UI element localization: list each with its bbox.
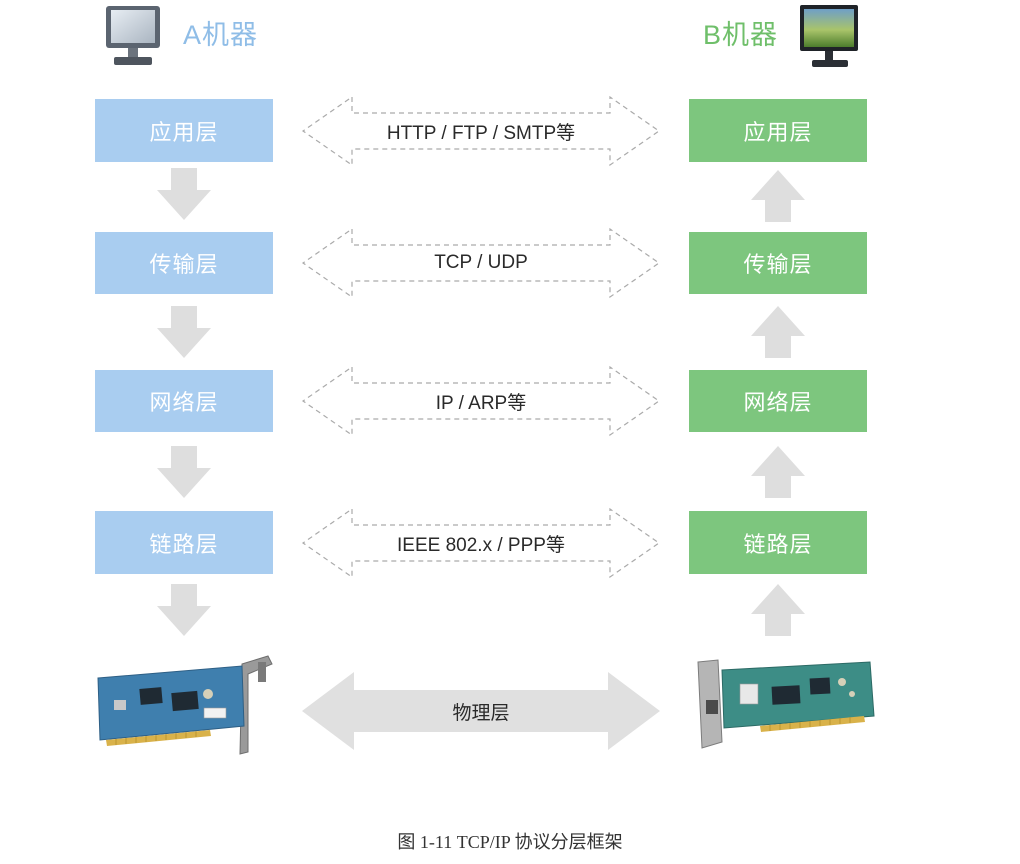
protocol-arrow-application xyxy=(301,95,661,167)
network-interface-card-icon xyxy=(697,659,875,749)
machine-b-layer-network: 网络层 xyxy=(689,370,867,432)
up-arrow-icon xyxy=(751,446,805,498)
machine-a-layer-link: 链路层 xyxy=(95,511,273,574)
network-interface-card-icon xyxy=(97,655,273,755)
machine-b-layer-link: 链路层 xyxy=(689,511,867,574)
down-arrow-icon xyxy=(157,168,211,220)
up-arrow-icon xyxy=(751,306,805,358)
machine-a-title: A机器 xyxy=(183,20,259,50)
figure-caption: 图 1-11 TCP/IP 协议分层框架 xyxy=(397,832,623,852)
protocol-arrow-link xyxy=(301,507,661,579)
protocol-label-application: HTTP / FTP / SMTP等 xyxy=(386,122,576,144)
up-arrow-icon xyxy=(751,170,805,222)
machine-b-layer-application: 应用层 xyxy=(689,99,867,162)
protocol-label-network: IP / ARP等 xyxy=(435,392,527,414)
computer-monitor-icon xyxy=(106,6,160,65)
physical-layer-label: 物理层 xyxy=(452,702,510,724)
protocol-label-link: IEEE 802.x / PPP等 xyxy=(397,534,565,556)
protocol-arrow-transport xyxy=(301,227,661,299)
machine-b-layer-transport: 传输层 xyxy=(689,232,867,294)
protocol-arrow-network xyxy=(301,365,661,437)
up-arrow-icon xyxy=(751,584,805,636)
down-arrow-icon xyxy=(157,584,211,636)
protocol-label-transport: TCP / UDP xyxy=(434,252,528,273)
down-arrow-icon xyxy=(157,446,211,498)
machine-a-layer-network: 网络层 xyxy=(95,370,273,432)
machine-a-layer-application: 应用层 xyxy=(95,99,273,162)
machine-a-layer-transport: 传输层 xyxy=(95,232,273,294)
down-arrow-icon xyxy=(157,306,211,358)
machine-b-title: B机器 xyxy=(703,20,779,50)
lcd-monitor-icon xyxy=(800,5,858,67)
physical-layer-arrow xyxy=(302,672,660,750)
